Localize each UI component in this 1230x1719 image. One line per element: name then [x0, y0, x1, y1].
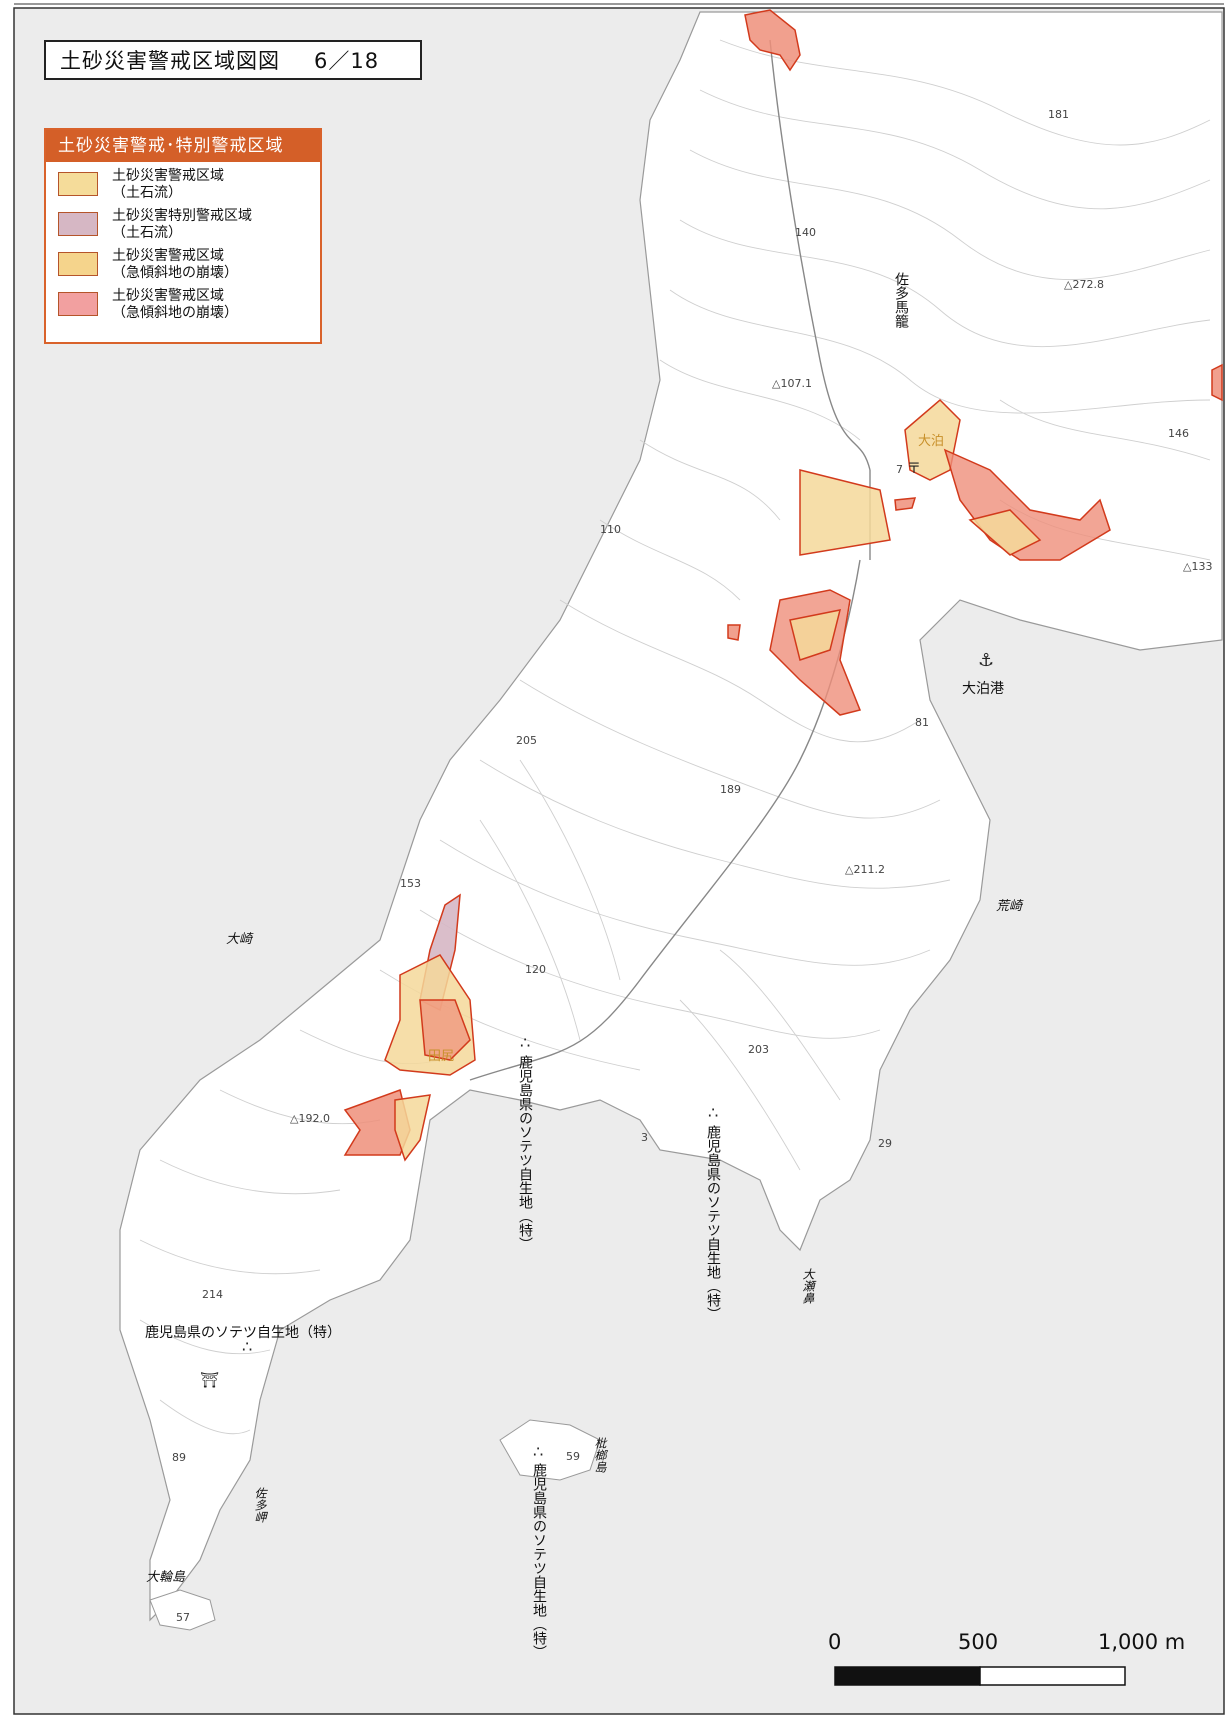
- legend-sublabel: （土石流）: [112, 185, 182, 201]
- elevation-label: △192.0: [290, 1112, 330, 1125]
- zone-ootomari-fan: [799, 469, 891, 556]
- elevation-label: 89: [172, 1451, 186, 1464]
- legend-label: 土砂災害警戒区域: [112, 168, 224, 184]
- zone-tajiri-core: [419, 999, 471, 1061]
- place-biwajima: 枇榔島: [593, 1437, 607, 1473]
- scale-label-0: 0: [828, 1630, 842, 1654]
- zone-top: [744, 9, 801, 72]
- legend-item: 土砂災害警戒区域（急傾斜地の崩壊）: [58, 288, 320, 322]
- elevation-label: 3: [641, 1131, 648, 1144]
- elevation-label: 205: [516, 734, 537, 747]
- scale-bar-graphic: [834, 1666, 1126, 1686]
- elevation-label: △107.1: [772, 377, 812, 390]
- legend-swatch: [58, 292, 98, 316]
- zone-harbor-inner: [789, 609, 842, 661]
- elevation-label: 153: [400, 877, 421, 890]
- elevation-label: 29: [878, 1137, 892, 1150]
- map-title: 土砂災害警戒区域図図 6／18: [44, 40, 422, 80]
- place-oosaki: 大崎: [226, 932, 253, 947]
- place-sotetsu-3: 鹿児島県のソテツ自生地（特）: [145, 1325, 341, 1341]
- elevation-label: 146: [1168, 427, 1189, 440]
- zone-192-west: [343, 1089, 411, 1156]
- elevation-label: △133: [1183, 560, 1213, 573]
- elevation-label: 214: [202, 1288, 223, 1301]
- shrine-icon: ⛩: [200, 1371, 219, 1389]
- place-tajiri: 田尻: [428, 1049, 455, 1064]
- legend-item: 土砂災害警戒区域（急傾斜地の崩壊）: [58, 248, 320, 282]
- place-ootomari: 大泊: [918, 434, 945, 449]
- legend-label: 土砂災害特別警戒区域: [112, 208, 252, 224]
- historic-site-icon-3: ∴: [242, 1337, 252, 1356]
- legend-swatch: [58, 172, 98, 196]
- place-sotetsu-2: 鹿児島県のソテツ自生地（特）: [705, 1125, 721, 1321]
- place-arasaki: 荒崎: [996, 899, 1023, 914]
- place-sotetsu-4: 鹿児島県のソテツ自生地（特）: [531, 1463, 547, 1659]
- elevation-label: 120: [525, 963, 546, 976]
- legend-heading: 土砂災害警戒･特別警戒区域: [46, 130, 320, 162]
- zone-small-2: [894, 497, 917, 511]
- post-icon: 〒: [907, 461, 921, 477]
- zone-right-edge: [1211, 363, 1223, 402]
- historic-site-icon-4: ∴: [533, 1442, 543, 1461]
- place-satamagome: 佐多馬籠: [893, 272, 909, 328]
- elevation-label: 81: [915, 716, 929, 729]
- zone-ootomari-north: [904, 398, 961, 481]
- place-oowajima: 大輪島: [146, 1570, 186, 1585]
- hazard-zones[interactable]: [343, 9, 1223, 1162]
- zone-ootomari-pad: [968, 509, 1042, 556]
- place-sotetsu-1: 鹿児島県のソテツ自生地（特）: [517, 1055, 533, 1251]
- scale-label-1000: 1,000 m: [1098, 1630, 1186, 1654]
- zone-192-east: [394, 1094, 431, 1162]
- island-biwajima: [499, 1419, 601, 1481]
- elevation-label: 59: [566, 1450, 580, 1463]
- legend-swatch: [58, 212, 98, 236]
- elevation-label: 7: [896, 463, 903, 476]
- legend-item: 土砂災害警戒区域（土石流）: [58, 168, 320, 202]
- place-ootomari-port: 大泊港: [962, 681, 1004, 697]
- elevation-label: 181: [1048, 108, 1069, 121]
- elevation-label: 203: [748, 1043, 769, 1056]
- legend-sublabel: （急傾斜地の崩壊）: [112, 305, 238, 321]
- page-number: 6／18: [314, 49, 380, 73]
- place-oosebana: 大瀬鼻: [801, 1268, 815, 1304]
- historic-site-icon-1: ∴: [520, 1033, 530, 1052]
- legend: 土砂災害警戒･特別警戒区域 土砂災害警戒区域（土石流） 土砂災害特別警戒区域（土…: [44, 128, 322, 344]
- legend-label: 土砂災害警戒区域: [112, 248, 224, 264]
- elevation-label: 110: [600, 523, 621, 536]
- legend-label: 土砂災害警戒区域: [112, 288, 224, 304]
- anchor-icon: ⚓: [978, 650, 994, 671]
- legend-item: 土砂災害特別警戒区域（土石流）: [58, 208, 320, 242]
- legend-sublabel: （急傾斜地の崩壊）: [112, 265, 238, 281]
- place-satamisaki: 佐多岬: [253, 1487, 267, 1523]
- title-text: 土砂災害警戒区域図図: [60, 49, 280, 73]
- historic-site-icon-2: ∴: [708, 1103, 718, 1122]
- elevation-label: 57: [176, 1611, 190, 1624]
- elevation-label: 189: [720, 783, 741, 796]
- zone-small-1: [727, 624, 741, 641]
- elevation-label: 140: [795, 226, 816, 239]
- scale-label-500: 500: [958, 1630, 999, 1654]
- elevation-label: △211.2: [845, 863, 885, 876]
- island-oowajima: [149, 1589, 216, 1631]
- legend-sublabel: （土石流）: [112, 225, 182, 241]
- map-symbols: ⚓ ⛩ 〒 ∴ ∴ ∴ ∴: [200, 461, 994, 1461]
- legend-swatch: [58, 252, 98, 276]
- elevation-label: △272.8: [1064, 278, 1104, 291]
